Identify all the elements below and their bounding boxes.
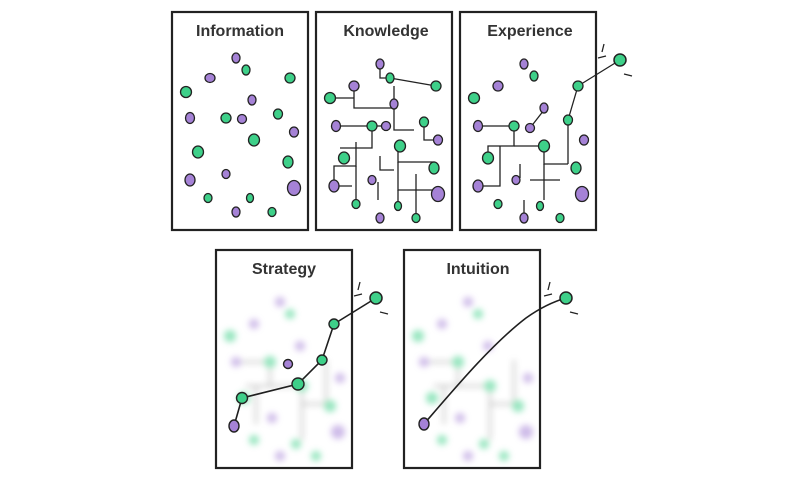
- node: [570, 161, 582, 175]
- node: [316, 354, 328, 366]
- panel-intuition: Intuition: [402, 248, 579, 470]
- node: [519, 212, 529, 224]
- node-cloud: [179, 52, 302, 218]
- node: [288, 126, 300, 138]
- panel-information: Information: [170, 10, 310, 232]
- node: [203, 192, 213, 204]
- node: [369, 291, 383, 305]
- node: [184, 111, 196, 125]
- intuition-path: [423, 297, 567, 425]
- node: [428, 161, 440, 175]
- node: [537, 139, 551, 153]
- node: [328, 179, 340, 193]
- node: [511, 174, 521, 186]
- sparkle-icon: [597, 43, 633, 77]
- node: [481, 151, 495, 165]
- node: [535, 200, 545, 212]
- node: [524, 122, 536, 134]
- node: [337, 151, 351, 165]
- node: [389, 98, 399, 110]
- node: [375, 58, 385, 70]
- node: [472, 119, 484, 133]
- panel-title-experience: Experience: [487, 23, 572, 40]
- node: [418, 417, 430, 431]
- node: [493, 198, 503, 210]
- panel-title-intuition: Intuition: [446, 261, 509, 278]
- node: [375, 212, 385, 224]
- sparkle-icon: [543, 281, 579, 315]
- node: [286, 179, 302, 197]
- node: [613, 53, 627, 67]
- node: [330, 119, 342, 133]
- node: [385, 72, 395, 84]
- node: [393, 139, 407, 153]
- panel-frame: [458, 10, 598, 232]
- panel-knowledge: Knowledge: [314, 10, 454, 232]
- panel-title-knowledge: Knowledge: [343, 23, 428, 40]
- blurred-background-network: [412, 297, 533, 461]
- path-nodes: [418, 291, 573, 431]
- node: [231, 52, 241, 64]
- node: [411, 212, 421, 224]
- node: [562, 114, 574, 126]
- node: [228, 419, 240, 433]
- node: [220, 112, 232, 124]
- node: [323, 91, 337, 105]
- node: [572, 80, 584, 92]
- node: [179, 85, 193, 99]
- node: [430, 80, 442, 92]
- node: [574, 185, 590, 203]
- node: [393, 200, 403, 212]
- node: [221, 168, 231, 180]
- node: [555, 212, 565, 224]
- node: [328, 318, 340, 330]
- node: [291, 377, 305, 391]
- panel-experience: Experience: [458, 10, 633, 232]
- node: [241, 64, 251, 76]
- node: [231, 206, 241, 218]
- node: [366, 120, 378, 132]
- node: [351, 198, 361, 210]
- node: [508, 120, 520, 132]
- node: [348, 80, 360, 92]
- node: [559, 291, 573, 305]
- node: [492, 80, 504, 92]
- node: [539, 102, 549, 114]
- node: [282, 358, 294, 370]
- path-nodes: [228, 291, 383, 433]
- node: [247, 133, 261, 147]
- node-network: [467, 53, 627, 224]
- node: [245, 192, 255, 204]
- node: [247, 94, 257, 106]
- node: [519, 58, 529, 70]
- node: [418, 116, 430, 128]
- node-network: [323, 58, 446, 224]
- panel-title-strategy: Strategy: [252, 261, 316, 278]
- node: [467, 91, 481, 105]
- node: [380, 120, 392, 132]
- node: [284, 72, 296, 84]
- node: [272, 108, 284, 120]
- panel-strategy: Strategy: [214, 248, 389, 470]
- node: [267, 206, 277, 218]
- node: [578, 134, 590, 146]
- node: [236, 113, 248, 125]
- node: [204, 72, 216, 84]
- node: [184, 173, 196, 187]
- panel-title-information: Information: [196, 23, 284, 40]
- node: [191, 145, 205, 159]
- node: [235, 391, 249, 405]
- node: [529, 70, 539, 82]
- sparkle-icon: [353, 281, 389, 315]
- node: [282, 155, 294, 169]
- node: [432, 134, 444, 146]
- node: [472, 179, 484, 193]
- node: [367, 174, 377, 186]
- node: [430, 185, 446, 203]
